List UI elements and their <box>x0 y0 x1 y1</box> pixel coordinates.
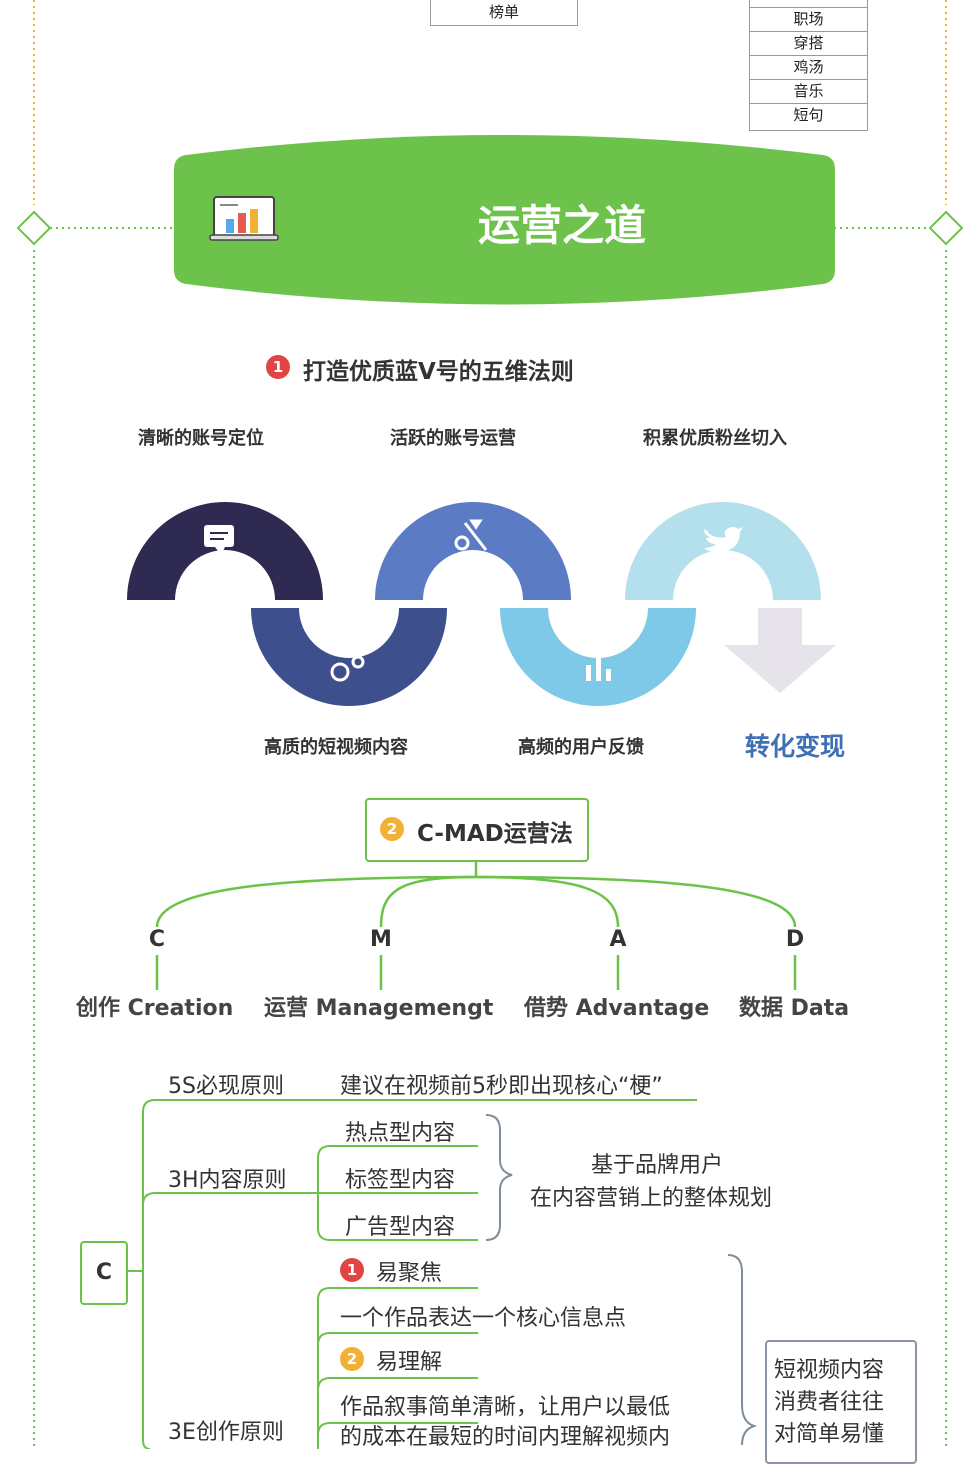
banner <box>174 135 835 305</box>
cmad-letter: M <box>370 927 392 952</box>
chat-icon <box>204 525 234 555</box>
banner-title: 运营之道 <box>478 201 647 250</box>
bird-icon <box>704 527 743 553</box>
side-note-line: 短视频内容 <box>774 1358 885 1383</box>
cmad-letter: C <box>148 927 166 952</box>
e1-desc: 一个作品表达一个核心信息点 <box>340 1306 627 1331</box>
section1-title: 打造优质蓝V号的五维法则 <box>303 359 574 385</box>
number-badge: 2 <box>340 1347 364 1371</box>
cmad-label: 运营 Managemengt <box>264 996 494 1021</box>
cmad-label: 借势 Advantage <box>524 996 710 1021</box>
top-right-item: 鸡汤 <box>750 55 867 79</box>
five-dimension-flow <box>127 502 836 706</box>
chart-icon <box>209 196 279 241</box>
side-note-line: 对简单易懂 <box>774 1422 885 1447</box>
principle-3e: 3E创作原则 <box>168 1420 284 1445</box>
number-badge: 2 <box>380 817 404 841</box>
stage-label: 积累优质粉丝切入 <box>643 428 787 449</box>
e2-title: 易理解 <box>376 1350 443 1375</box>
h-desc: 在内容营销上的整体规划 <box>530 1186 773 1211</box>
number-badge: 1 <box>266 355 290 379</box>
top-right-item: 职场 <box>750 7 867 31</box>
principle-3h: 3H内容原则 <box>168 1168 287 1193</box>
cmad-letter: A <box>609 927 627 952</box>
top-right-item: 穿搭 <box>750 31 867 55</box>
top-right-item: 音乐 <box>750 79 867 103</box>
gears-icon <box>330 655 365 682</box>
top-left-item: 榜单 <box>488 3 519 21</box>
e1-title: 易聚焦 <box>376 1261 443 1286</box>
stage-label: 高质的短视频内容 <box>264 737 408 758</box>
principle-5s-desc: 建议在视频前5秒即出现核心“梗” <box>340 1074 663 1099</box>
cmad-letter: D <box>785 927 805 952</box>
h-desc: 基于品牌用户 <box>591 1153 724 1178</box>
e2-desc: 的成本在最短的时间内理解视频内 <box>340 1425 671 1450</box>
tree-connectors <box>126 1099 758 1449</box>
side-note-box: 短视频内容 消费者往往 对简单易懂 <box>765 1340 917 1464</box>
bar-chart-icon <box>586 655 611 681</box>
cmad-title: C-MAD运营法 <box>417 821 573 847</box>
h-item: 热点型内容 <box>345 1121 456 1146</box>
result-label: 转化变现 <box>745 732 846 761</box>
e2-desc: 作品叙事简单清晰，让用户以最低 <box>340 1395 671 1420</box>
tools-icon <box>454 519 488 551</box>
cmad-connectors <box>155 860 797 990</box>
h-item: 广告型内容 <box>345 1215 456 1240</box>
number-badge: 1 <box>340 1258 364 1282</box>
stage-label: 清晰的账号定位 <box>138 428 264 449</box>
top-right-box: 职场 穿搭 鸡汤 音乐 短句 <box>749 0 868 131</box>
h-item: 标签型内容 <box>345 1168 456 1193</box>
stage-label: 高频的用户反馈 <box>518 737 644 758</box>
side-note-line: 消费者往往 <box>774 1390 885 1415</box>
stage-label: 活跃的账号运营 <box>390 428 516 449</box>
cmad-label: 数据 Data <box>739 996 850 1021</box>
top-left-box: 榜单 <box>430 0 578 26</box>
principle-5s: 5S必现原则 <box>168 1074 284 1099</box>
tree-root: C <box>80 1241 128 1305</box>
top-right-item: 短句 <box>750 103 867 127</box>
cmad-label: 创作 Creation <box>76 996 234 1021</box>
